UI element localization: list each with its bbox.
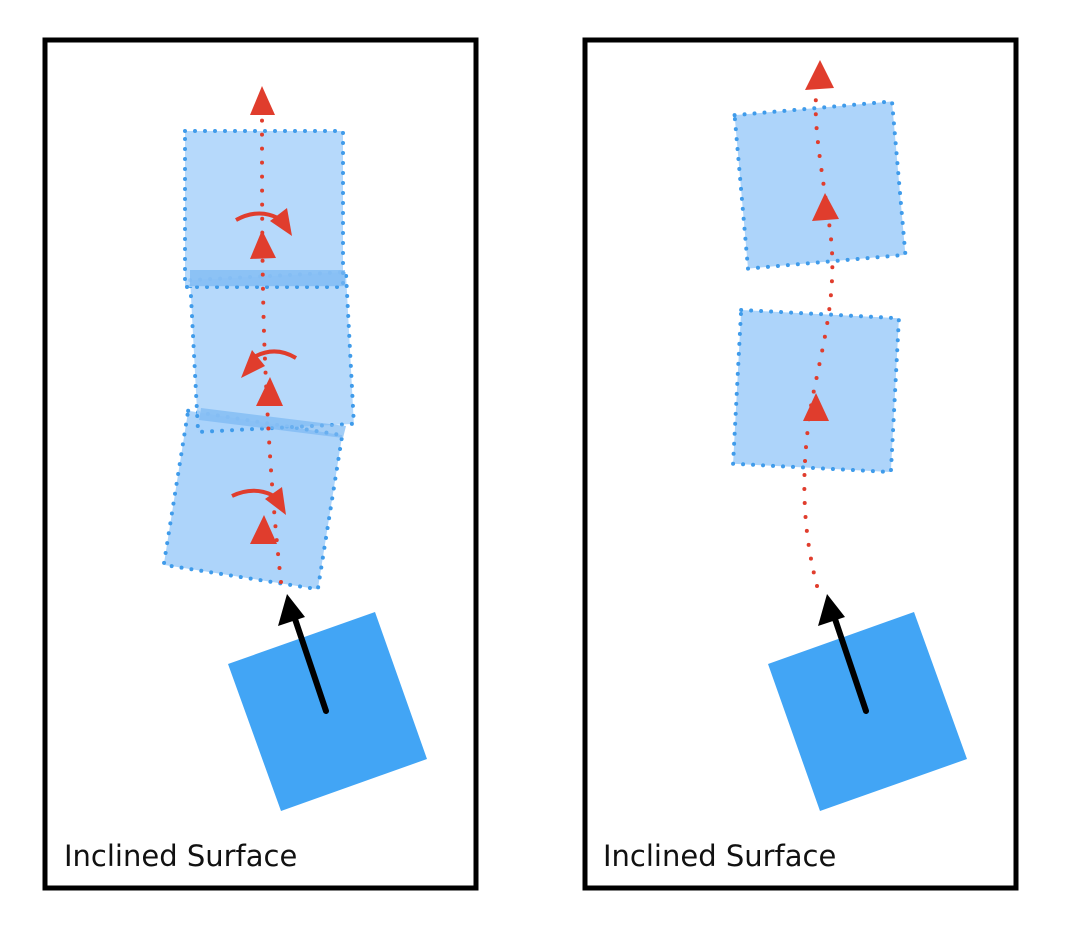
- left-traj-arrowhead-top: [250, 86, 275, 115]
- left-traj-arrowhead-2: [256, 377, 283, 406]
- left-ghost-block-top: [183, 129, 345, 289]
- curved-rotation-arrow-icon: [241, 349, 298, 378]
- right-ghost-block-top: [732, 99, 908, 271]
- left-overlap-band-lower: [199, 408, 346, 438]
- right-traj-arrowhead-top: [805, 60, 834, 90]
- right-ghost-block-bottom: [730, 307, 902, 475]
- right-traj-arrowhead-1: [803, 393, 829, 421]
- left-traj-arrowhead-1: [250, 515, 277, 544]
- left-trajectory-path: [260, 113, 283, 584]
- right-panel: Inclined Surface: [582, 37, 1019, 891]
- left-panel-label: Inclined Surface: [64, 839, 297, 873]
- right-traj-arrowhead-2: [812, 193, 839, 221]
- curved-rotation-arrow-icon: [231, 487, 286, 515]
- left-panel: Inclined Surface: [42, 37, 479, 891]
- curved-rotation-arrow-icon: [235, 208, 292, 236]
- right-panel-label: Inclined Surface: [603, 839, 836, 873]
- push-arrow-icon: [818, 594, 869, 714]
- push-arrow-icon: [278, 594, 329, 714]
- left-traj-arrowhead-3: [250, 230, 276, 259]
- left-ghost-block-bottom: [161, 408, 345, 592]
- left-overlap-band-upper: [190, 270, 345, 286]
